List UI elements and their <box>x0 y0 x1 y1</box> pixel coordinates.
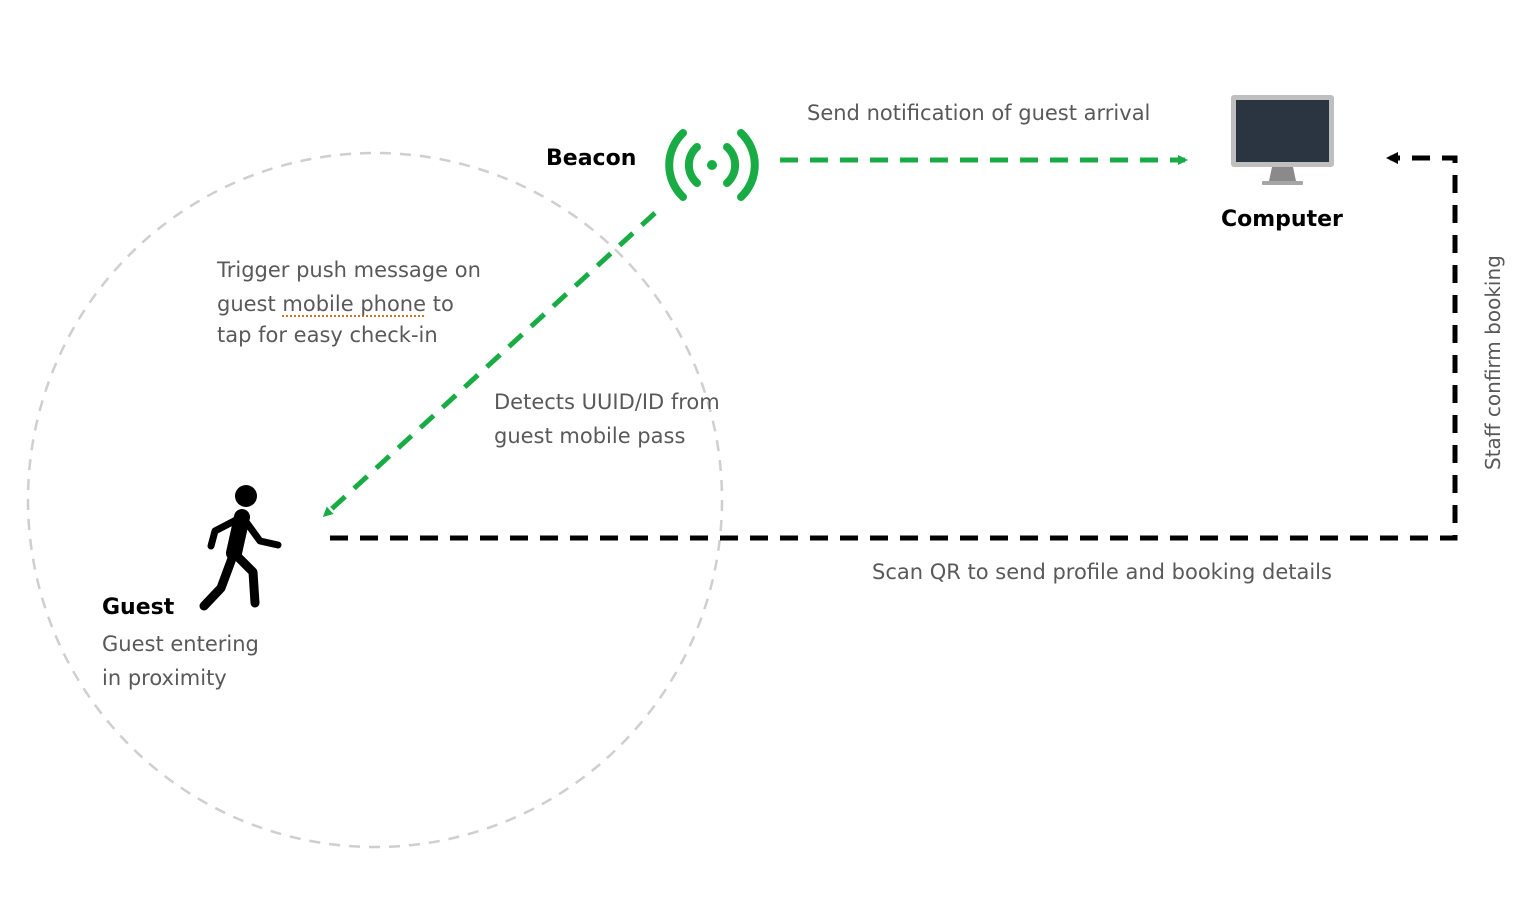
walking-person-icon <box>199 485 282 611</box>
desktop-monitor-icon <box>1231 95 1334 185</box>
detects-label-line2: guest mobile pass <box>494 424 686 448</box>
proximity-zone-circle <box>26 151 724 849</box>
scan-qr-label: Scan QR to send profile and booking deta… <box>872 560 1332 584</box>
guest-caption-line2: in proximity <box>102 666 227 690</box>
beacon-to-computer-label: Send notification of guest arrival <box>807 101 1151 125</box>
push-message-label-line3: tap for easy check-in <box>217 323 438 347</box>
staff-confirm-label: Staff confirm booking <box>1481 255 1505 470</box>
push-message-label-line2-pre: guest <box>217 292 283 316</box>
wifi-broadcast-icon <box>665 129 759 201</box>
push-message-label-line2-mark: mobile phone <box>282 292 427 316</box>
guest-caption-line1: Guest entering <box>102 632 259 656</box>
detects-label-line1: Detects UUID/ID from <box>494 390 720 414</box>
beacon-label: Beacon <box>546 146 637 171</box>
beacon-to-guest-arrow <box>322 211 657 518</box>
computer-label: Computer <box>1221 207 1343 232</box>
push-message-label-line2-post: to <box>426 292 454 316</box>
guest-to-computer-arrow <box>330 152 1458 541</box>
push-message-label-line2: guest mobile phone to <box>217 288 454 321</box>
push-message-label-line1: Trigger push message on <box>217 258 481 282</box>
guest-label: Guest <box>102 595 175 620</box>
